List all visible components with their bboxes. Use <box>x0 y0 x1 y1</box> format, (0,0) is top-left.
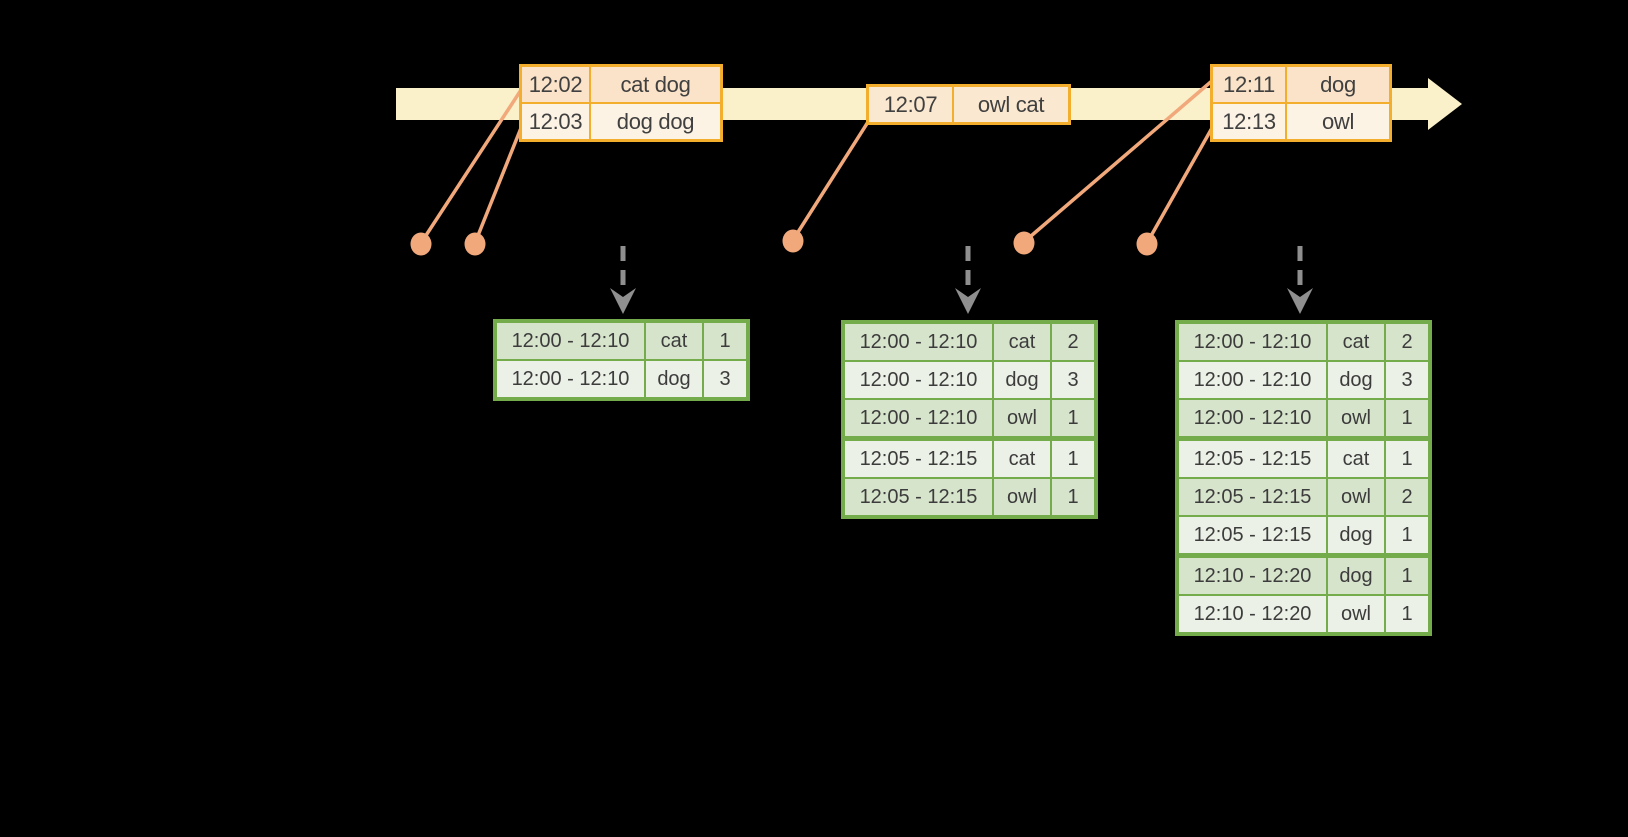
event-words-cell: owl cat <box>954 87 1068 122</box>
count-cell: 1 <box>1386 441 1428 477</box>
event-marker-dot <box>410 232 432 256</box>
window-cell: 12:00 - 12:10 <box>497 323 644 359</box>
connector-line <box>1022 78 1215 244</box>
arrow-down-icon <box>610 288 636 314</box>
count-cell: 1 <box>1386 400 1428 436</box>
window-cell: 12:00 - 12:10 <box>1179 362 1326 398</box>
window-cell: 12:00 - 12:10 <box>845 362 992 398</box>
connector-line <box>473 127 523 244</box>
count-cell: 2 <box>1386 324 1428 360</box>
event-time-cell: 12:02 <box>522 67 589 102</box>
count-cell: 1 <box>1386 517 1428 553</box>
word-cell: owl <box>1328 400 1384 436</box>
connector-line <box>791 121 870 241</box>
event-marker-dot <box>464 232 486 256</box>
event-marker-dot <box>1013 231 1035 255</box>
word-cell: owl <box>1328 596 1384 632</box>
word-cell: dog <box>1328 517 1384 553</box>
count-cell: 2 <box>1052 324 1094 360</box>
event-connector-lines <box>419 78 1215 244</box>
count-cell: 3 <box>1386 362 1428 398</box>
arrow-down-icon <box>1287 288 1313 314</box>
window-cell: 12:05 - 12:15 <box>1179 517 1326 553</box>
count-cell: 1 <box>1386 596 1428 632</box>
window-cell: 12:05 - 12:15 <box>1179 441 1326 477</box>
window-cell: 12:00 - 12:10 <box>1179 324 1326 360</box>
word-cell: dog <box>1328 362 1384 398</box>
event-words-cell: owl <box>1287 104 1389 139</box>
count-cell: 2 <box>1386 479 1428 515</box>
window-cell: 12:05 - 12:15 <box>1179 479 1326 515</box>
event-words-cell: cat dog <box>591 67 720 102</box>
event-words-cell: dog dog <box>591 104 720 139</box>
window-cell: 12:00 - 12:10 <box>1179 400 1326 436</box>
word-cell: dog <box>994 362 1050 398</box>
event-words-cell: dog <box>1287 67 1389 102</box>
trigger-arrows <box>610 246 1313 314</box>
word-cell: dog <box>1328 558 1384 594</box>
event-time-cell: 12:03 <box>522 104 589 139</box>
word-cell: owl <box>994 400 1050 436</box>
word-cell: cat <box>1328 324 1384 360</box>
connector-line <box>1145 127 1214 244</box>
word-cell: dog <box>646 361 702 397</box>
connector-line <box>419 89 523 244</box>
window-cell: 12:00 - 12:10 <box>497 361 644 397</box>
event-time-cell: 12:13 <box>1213 104 1285 139</box>
arrow-down-icon <box>955 288 981 314</box>
window-cell: 12:00 - 12:10 <box>845 324 992 360</box>
word-cell: cat <box>1328 441 1384 477</box>
count-cell: 1 <box>1386 558 1428 594</box>
window-cell: 12:00 - 12:10 <box>845 400 992 436</box>
event-marker-dots <box>410 229 1158 256</box>
count-cell: 1 <box>1052 400 1094 436</box>
count-cell: 1 <box>1052 479 1094 515</box>
word-cell: owl <box>994 479 1050 515</box>
event-marker-dot <box>782 229 804 253</box>
word-cell: cat <box>994 441 1050 477</box>
count-cell: 1 <box>704 323 746 359</box>
window-cell: 12:05 - 12:15 <box>845 479 992 515</box>
count-cell: 3 <box>704 361 746 397</box>
word-cell: owl <box>1328 479 1384 515</box>
event-time-cell: 12:11 <box>1213 67 1285 102</box>
event-time-cell: 12:07 <box>869 87 952 122</box>
count-cell: 3 <box>1052 362 1094 398</box>
event-marker-dot <box>1136 232 1158 256</box>
word-cell: cat <box>646 323 702 359</box>
window-cell: 12:10 - 12:20 <box>1179 596 1326 632</box>
word-cell: cat <box>994 324 1050 360</box>
window-cell: 12:05 - 12:15 <box>845 441 992 477</box>
timeline-arrowhead-icon <box>1428 78 1462 130</box>
window-cell: 12:10 - 12:20 <box>1179 558 1326 594</box>
count-cell: 1 <box>1052 441 1094 477</box>
